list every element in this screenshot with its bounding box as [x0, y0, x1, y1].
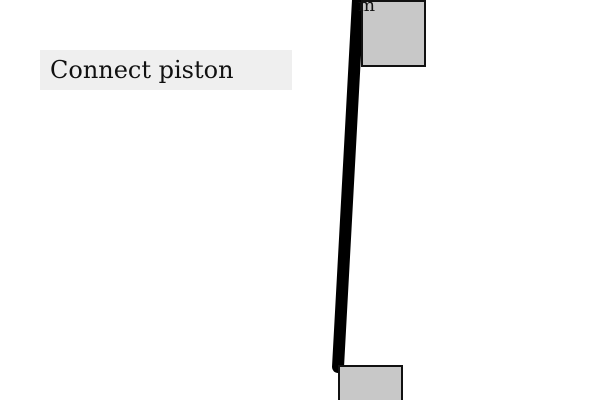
top-block[interactable]: [361, 0, 426, 67]
top-block-label: m: [358, 0, 375, 16]
bottom-block-piston[interactable]: [338, 365, 403, 400]
instruction-label: Connect piston: [40, 50, 292, 90]
connecting-rod[interactable]: [332, 0, 364, 373]
instruction-text: Connect piston: [50, 56, 234, 84]
